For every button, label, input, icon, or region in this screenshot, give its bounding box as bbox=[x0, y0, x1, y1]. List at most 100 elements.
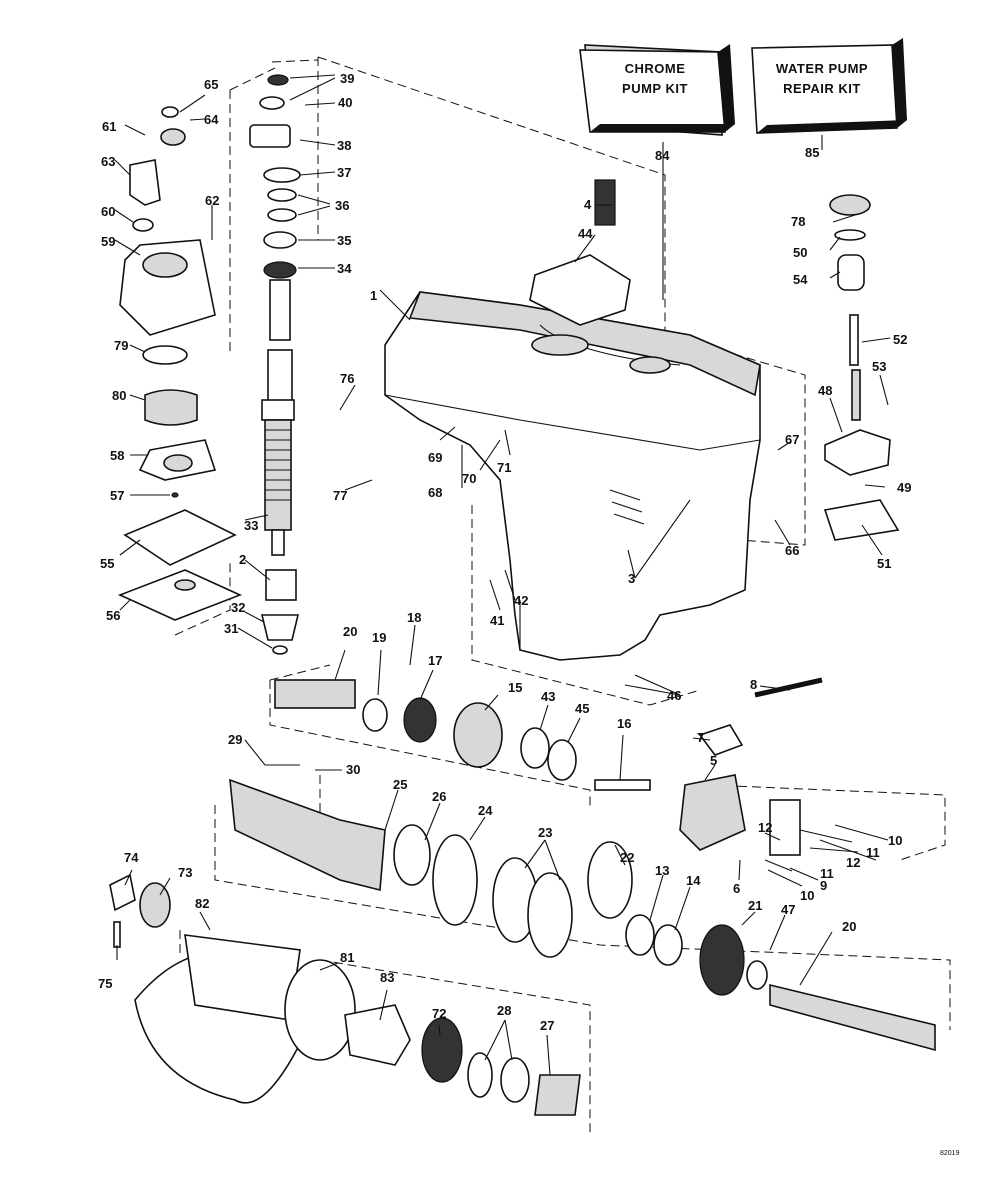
drive-shaft-assembly bbox=[249, 74, 301, 655]
callout-label: 81 bbox=[340, 950, 354, 965]
callout-label: 32 bbox=[231, 600, 245, 615]
callout-label: 50 bbox=[793, 245, 807, 260]
callout-label: 11 bbox=[866, 845, 880, 860]
callout-label: 84 bbox=[655, 148, 670, 163]
callout-label: 45 bbox=[575, 701, 589, 716]
callout-label: 28 bbox=[497, 1003, 511, 1018]
callout-label: 65 bbox=[204, 77, 218, 92]
callout-label: 12 bbox=[758, 820, 772, 835]
callout-label: 59 bbox=[101, 234, 115, 249]
callout-label: 46 bbox=[667, 688, 681, 703]
callout-label: 23 bbox=[538, 825, 552, 840]
propshaft-and-gears bbox=[109, 677, 936, 1116]
callout-label: 64 bbox=[204, 112, 219, 127]
water-pump-parts bbox=[117, 106, 243, 621]
kit-label-line: REPAIR KIT bbox=[783, 81, 861, 96]
kit-box-chrome-pump: CHROME PUMP KIT bbox=[579, 44, 735, 136]
callout-label: 8 bbox=[750, 677, 757, 692]
callout-label: 5 bbox=[710, 753, 717, 768]
callout-label: 25 bbox=[393, 777, 407, 792]
callout-label: 6 bbox=[733, 881, 740, 896]
group-outlines bbox=[174, 56, 951, 1135]
callout-label: 82 bbox=[195, 896, 209, 911]
callout-label: 14 bbox=[686, 873, 701, 888]
callout-label: 58 bbox=[110, 448, 124, 463]
callout-label: 1 bbox=[370, 288, 377, 303]
shift-rod-parts bbox=[529, 179, 900, 541]
callout-label: 29 bbox=[228, 732, 242, 747]
callout-label: 80 bbox=[112, 388, 126, 403]
callout-label: 13 bbox=[655, 863, 669, 878]
callout-label: 39 bbox=[340, 71, 354, 86]
callout-label: 69 bbox=[428, 450, 442, 465]
callout-label: 15 bbox=[508, 680, 522, 695]
callout-label: 27 bbox=[540, 1018, 554, 1033]
callout-label: 20 bbox=[842, 919, 856, 934]
callout-label: 75 bbox=[98, 976, 112, 991]
callout-label: 36 bbox=[335, 198, 349, 213]
callout-label: 60 bbox=[101, 204, 115, 219]
callout-label: 10 bbox=[800, 888, 814, 903]
callout-label: 66 bbox=[785, 543, 799, 558]
callout-label: 62 bbox=[205, 193, 219, 208]
callout-label: 63 bbox=[101, 154, 115, 169]
callout-label: 79 bbox=[114, 338, 128, 353]
callout-label: 42 bbox=[514, 593, 528, 608]
callout-label: 43 bbox=[541, 689, 555, 704]
callout-label: 85 bbox=[805, 145, 819, 160]
callout-label: 9 bbox=[820, 878, 827, 893]
callout-label: 44 bbox=[578, 226, 593, 241]
callout-label: 54 bbox=[793, 272, 808, 287]
callout-label: 61 bbox=[102, 119, 116, 134]
callout-label: 57 bbox=[110, 488, 124, 503]
kit-box-water-pump-repair: WATER PUMP REPAIR KIT bbox=[751, 38, 907, 134]
callout-label: 24 bbox=[478, 803, 493, 818]
callout-label: 3 bbox=[628, 571, 635, 586]
callout-label: 68 bbox=[428, 485, 442, 500]
callout-label: 38 bbox=[337, 138, 351, 153]
drawing-code: 82019 bbox=[940, 1150, 960, 1157]
callout-label: 74 bbox=[124, 850, 139, 865]
callout-label: 16 bbox=[617, 716, 631, 731]
callout-label: 49 bbox=[897, 480, 911, 495]
callout-label: 51 bbox=[877, 556, 891, 571]
callout-label: 47 bbox=[781, 902, 795, 917]
callout-label: 52 bbox=[893, 332, 907, 347]
callout-label: 37 bbox=[337, 165, 351, 180]
kit-label-line: WATER PUMP bbox=[776, 61, 868, 76]
callout-label: 20 bbox=[343, 624, 357, 639]
callout-label: 18 bbox=[407, 610, 421, 625]
callout-label: 56 bbox=[106, 608, 120, 623]
callout-label: 67 bbox=[785, 432, 799, 447]
callout-label: 34 bbox=[337, 261, 352, 276]
callout-label: 30 bbox=[346, 762, 360, 777]
callout-label: 71 bbox=[497, 460, 511, 475]
callout-label: 40 bbox=[338, 95, 352, 110]
callout-label: 12 bbox=[846, 855, 860, 870]
kit-label-line: PUMP KIT bbox=[622, 81, 688, 96]
callout-label: 7 bbox=[697, 730, 704, 745]
callout-label: 19 bbox=[372, 630, 386, 645]
callout-label: 77 bbox=[333, 488, 347, 503]
callout-label: 10 bbox=[888, 833, 902, 848]
callout-label: 73 bbox=[178, 865, 192, 880]
gearcase-housing bbox=[384, 291, 761, 661]
callout-labels: 39 40 38 37 36 35 34 65 64 61 63 60 62 5… bbox=[98, 71, 911, 1033]
callout-label: 33 bbox=[244, 518, 258, 533]
callout-label: 2 bbox=[239, 552, 246, 567]
callout-label: 55 bbox=[100, 556, 114, 571]
callout-label: 21 bbox=[748, 898, 762, 913]
leader-lines bbox=[114, 74, 891, 1076]
callout-label: 72 bbox=[432, 1006, 446, 1021]
callout-label: 22 bbox=[620, 850, 634, 865]
callout-label: 35 bbox=[337, 233, 351, 248]
callout-label: 76 bbox=[340, 371, 354, 386]
callout-label: 11 bbox=[820, 866, 834, 881]
callout-label: 41 bbox=[490, 613, 504, 628]
callout-label: 31 bbox=[224, 621, 238, 636]
callout-label: 53 bbox=[872, 359, 886, 374]
callout-label: 17 bbox=[428, 653, 442, 668]
callout-label: 70 bbox=[462, 471, 476, 486]
callout-label: 48 bbox=[818, 383, 832, 398]
callout-label: 78 bbox=[791, 214, 805, 229]
